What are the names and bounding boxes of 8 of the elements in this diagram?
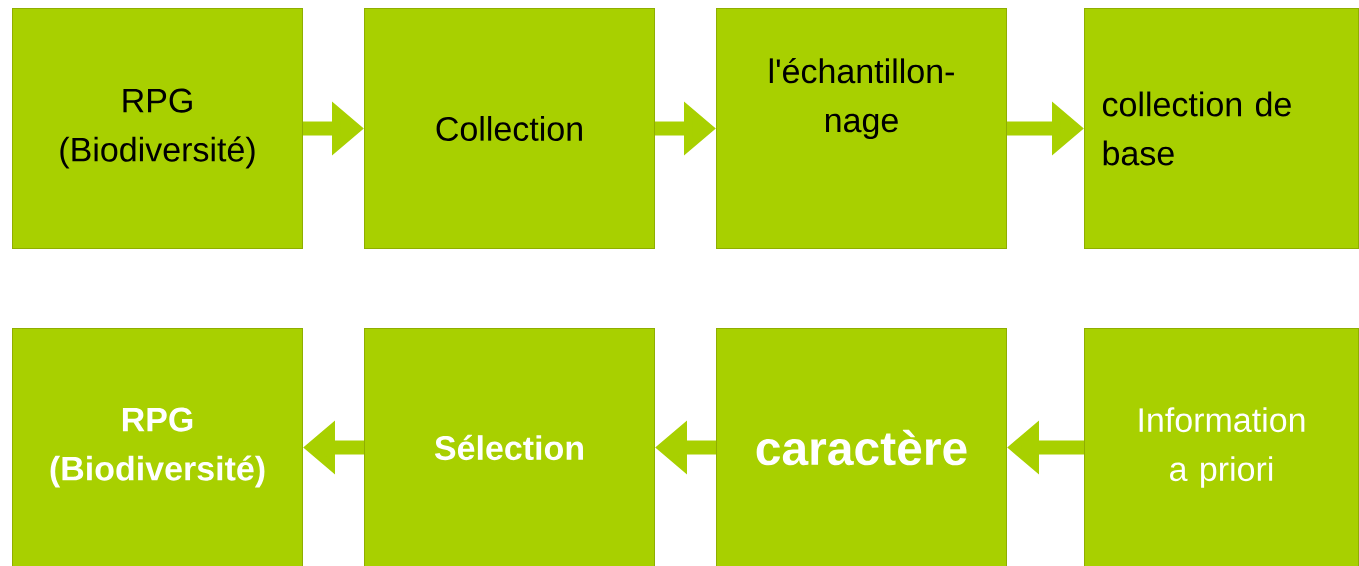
process-box: RPG (Biodiversité) <box>12 328 303 566</box>
process-box: collection de base <box>1084 8 1359 249</box>
process-box: Collection <box>364 8 655 249</box>
process-box: Information a priori <box>1084 328 1359 566</box>
process-box: RPG (Biodiversité) <box>12 8 303 249</box>
process-box: Sélection <box>364 328 655 566</box>
process-box: caractère <box>716 328 1007 566</box>
process-box: l'échantillon-nage <box>716 8 1007 249</box>
